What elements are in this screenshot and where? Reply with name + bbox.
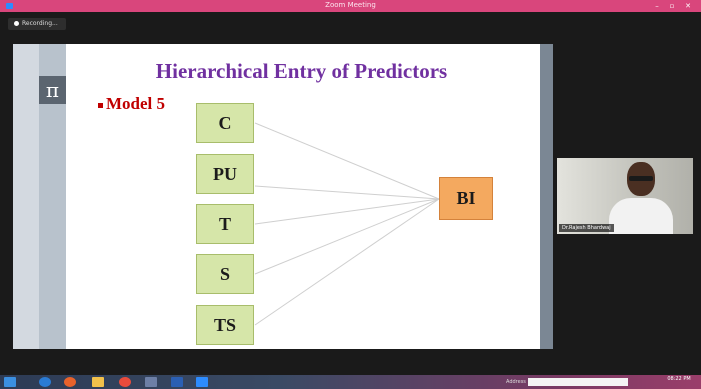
app-icon[interactable] — [145, 377, 157, 387]
connector-line — [254, 122, 440, 200]
slide-left-bar — [13, 44, 39, 349]
predictor-box-pu: PU — [196, 154, 254, 194]
recording-indicator[interactable]: Recording... — [8, 18, 66, 30]
windows-start-icon[interactable] — [4, 377, 16, 387]
slide-right-bar — [540, 44, 553, 349]
zoom-icon[interactable] — [196, 377, 208, 387]
participant-name: Dr.Rajesh Bhardwaj — [559, 224, 614, 232]
connector-lines — [254, 122, 440, 326]
predictor-box-s: S — [196, 254, 254, 294]
window-title: Zoom Meeting — [325, 1, 376, 9]
shared-slide: π Hierarchical Entry of Predictors Model… — [13, 44, 553, 349]
zoom-logo-icon — [6, 3, 13, 9]
recording-label: Recording... — [22, 20, 58, 27]
chrome-icon[interactable] — [119, 377, 131, 387]
window-titlebar: Zoom Meeting – ▫ ✕ — [0, 0, 701, 12]
predictor-box-t: T — [196, 204, 254, 244]
slide-bullet: Model 5 — [98, 94, 165, 114]
recording-dot-icon — [14, 21, 19, 26]
connector-line — [254, 198, 440, 225]
slide-title: Hierarchical Entry of Predictors — [155, 59, 448, 83]
connector-line — [254, 198, 440, 275]
maximize-button[interactable]: ▫ — [669, 2, 675, 10]
bullet-text: Model 5 — [106, 94, 166, 113]
firefox-icon[interactable] — [64, 377, 76, 387]
minimize-button[interactable]: – — [655, 2, 659, 10]
predictor-box-c: C — [196, 103, 254, 143]
close-button[interactable]: ✕ — [685, 2, 691, 10]
pi-symbol: π — [39, 76, 66, 104]
target-box-bi: BI — [439, 177, 493, 220]
participant-video-tile[interactable]: Dr.Rajesh Bhardwaj — [557, 158, 693, 234]
connector-line — [254, 198, 440, 326]
address-label: Address — [506, 379, 526, 385]
clock[interactable]: 08:22 PM — [667, 376, 691, 382]
word-icon[interactable] — [171, 377, 183, 387]
participant-glasses — [629, 176, 653, 181]
file-explorer-icon[interactable] — [92, 377, 104, 387]
predictor-box-ts: TS — [196, 305, 254, 345]
edge-browser-icon[interactable] — [39, 377, 51, 387]
connector-line — [254, 185, 440, 200]
windows-taskbar: Address 08:22 PM — [0, 375, 701, 389]
participant-body — [609, 198, 673, 234]
address-field[interactable] — [528, 378, 628, 386]
bullet-square-icon — [98, 102, 103, 108]
